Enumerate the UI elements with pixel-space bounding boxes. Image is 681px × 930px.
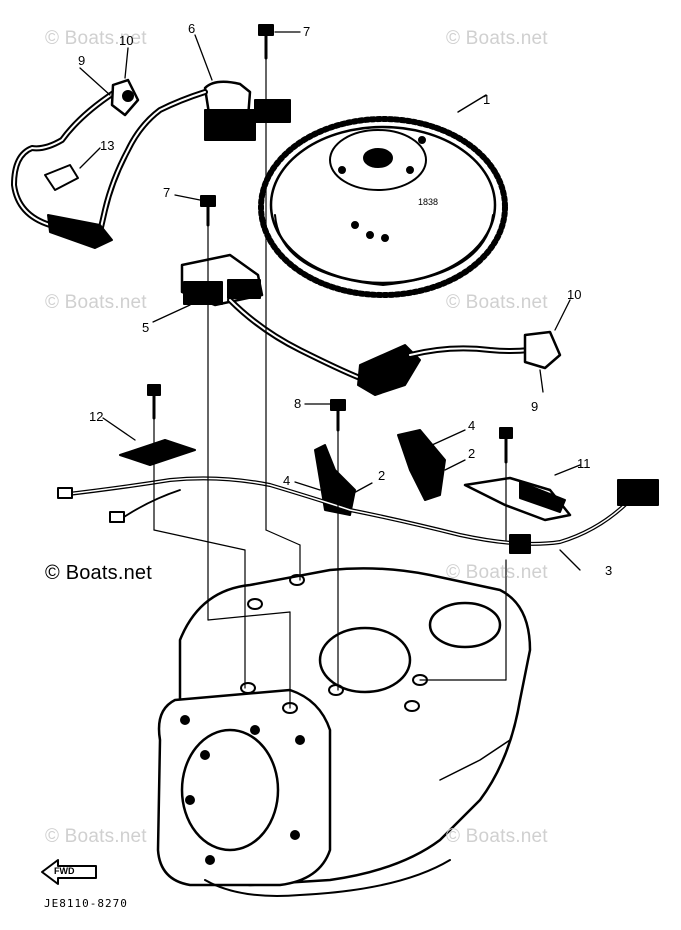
crankcase-block (156, 567, 532, 897)
wiring-harness (57, 384, 659, 571)
ignition-coil-upper (11, 34, 291, 249)
callout-7: 7 (163, 185, 171, 200)
watermark: © Boats.net (446, 28, 548, 49)
callout-2: 2 (468, 446, 476, 461)
callout-9: 9 (78, 53, 86, 68)
callout-11: 11 (577, 456, 591, 471)
bolt-middle (174, 194, 216, 227)
watermark: © Boats.net (446, 826, 548, 847)
callout-7: 7 (303, 24, 311, 39)
svg-text:1838: 1838 (418, 197, 438, 207)
callout-13: 13 (100, 138, 115, 153)
ignition-coil-lower (152, 253, 571, 396)
callout-4: 4 (283, 473, 291, 488)
callout-9: 9 (531, 399, 539, 414)
bolt-upper (258, 24, 301, 60)
callout-10: 10 (567, 287, 582, 302)
callout-5: 5 (142, 320, 150, 335)
pulser-coil-assembly (294, 399, 466, 516)
watermark: © Boats.net (45, 28, 147, 49)
flywheel-rotor: 1838 (258, 94, 508, 298)
drawing-code: JE8110-8270 (44, 897, 128, 910)
callout-3: 3 (605, 563, 613, 578)
callout-8: 8 (294, 396, 302, 411)
assembly-guide-lines (153, 57, 507, 709)
fwd-arrow-icon (41, 859, 97, 885)
fwd-label: FWD (54, 866, 75, 876)
watermark-dark: © Boats.net (45, 562, 152, 584)
watermark: © Boats.net (446, 562, 548, 583)
callout-4: 4 (468, 418, 476, 433)
callout-12: 12 (89, 409, 104, 424)
callout-1: 1 (483, 92, 491, 107)
callout-6: 6 (188, 21, 196, 36)
watermark: © Boats.net (45, 292, 147, 313)
callout-10: 10 (119, 33, 134, 48)
callout-2: 2 (378, 468, 386, 483)
watermark: © Boats.net (45, 826, 147, 847)
watermark: © Boats.net (446, 292, 548, 313)
